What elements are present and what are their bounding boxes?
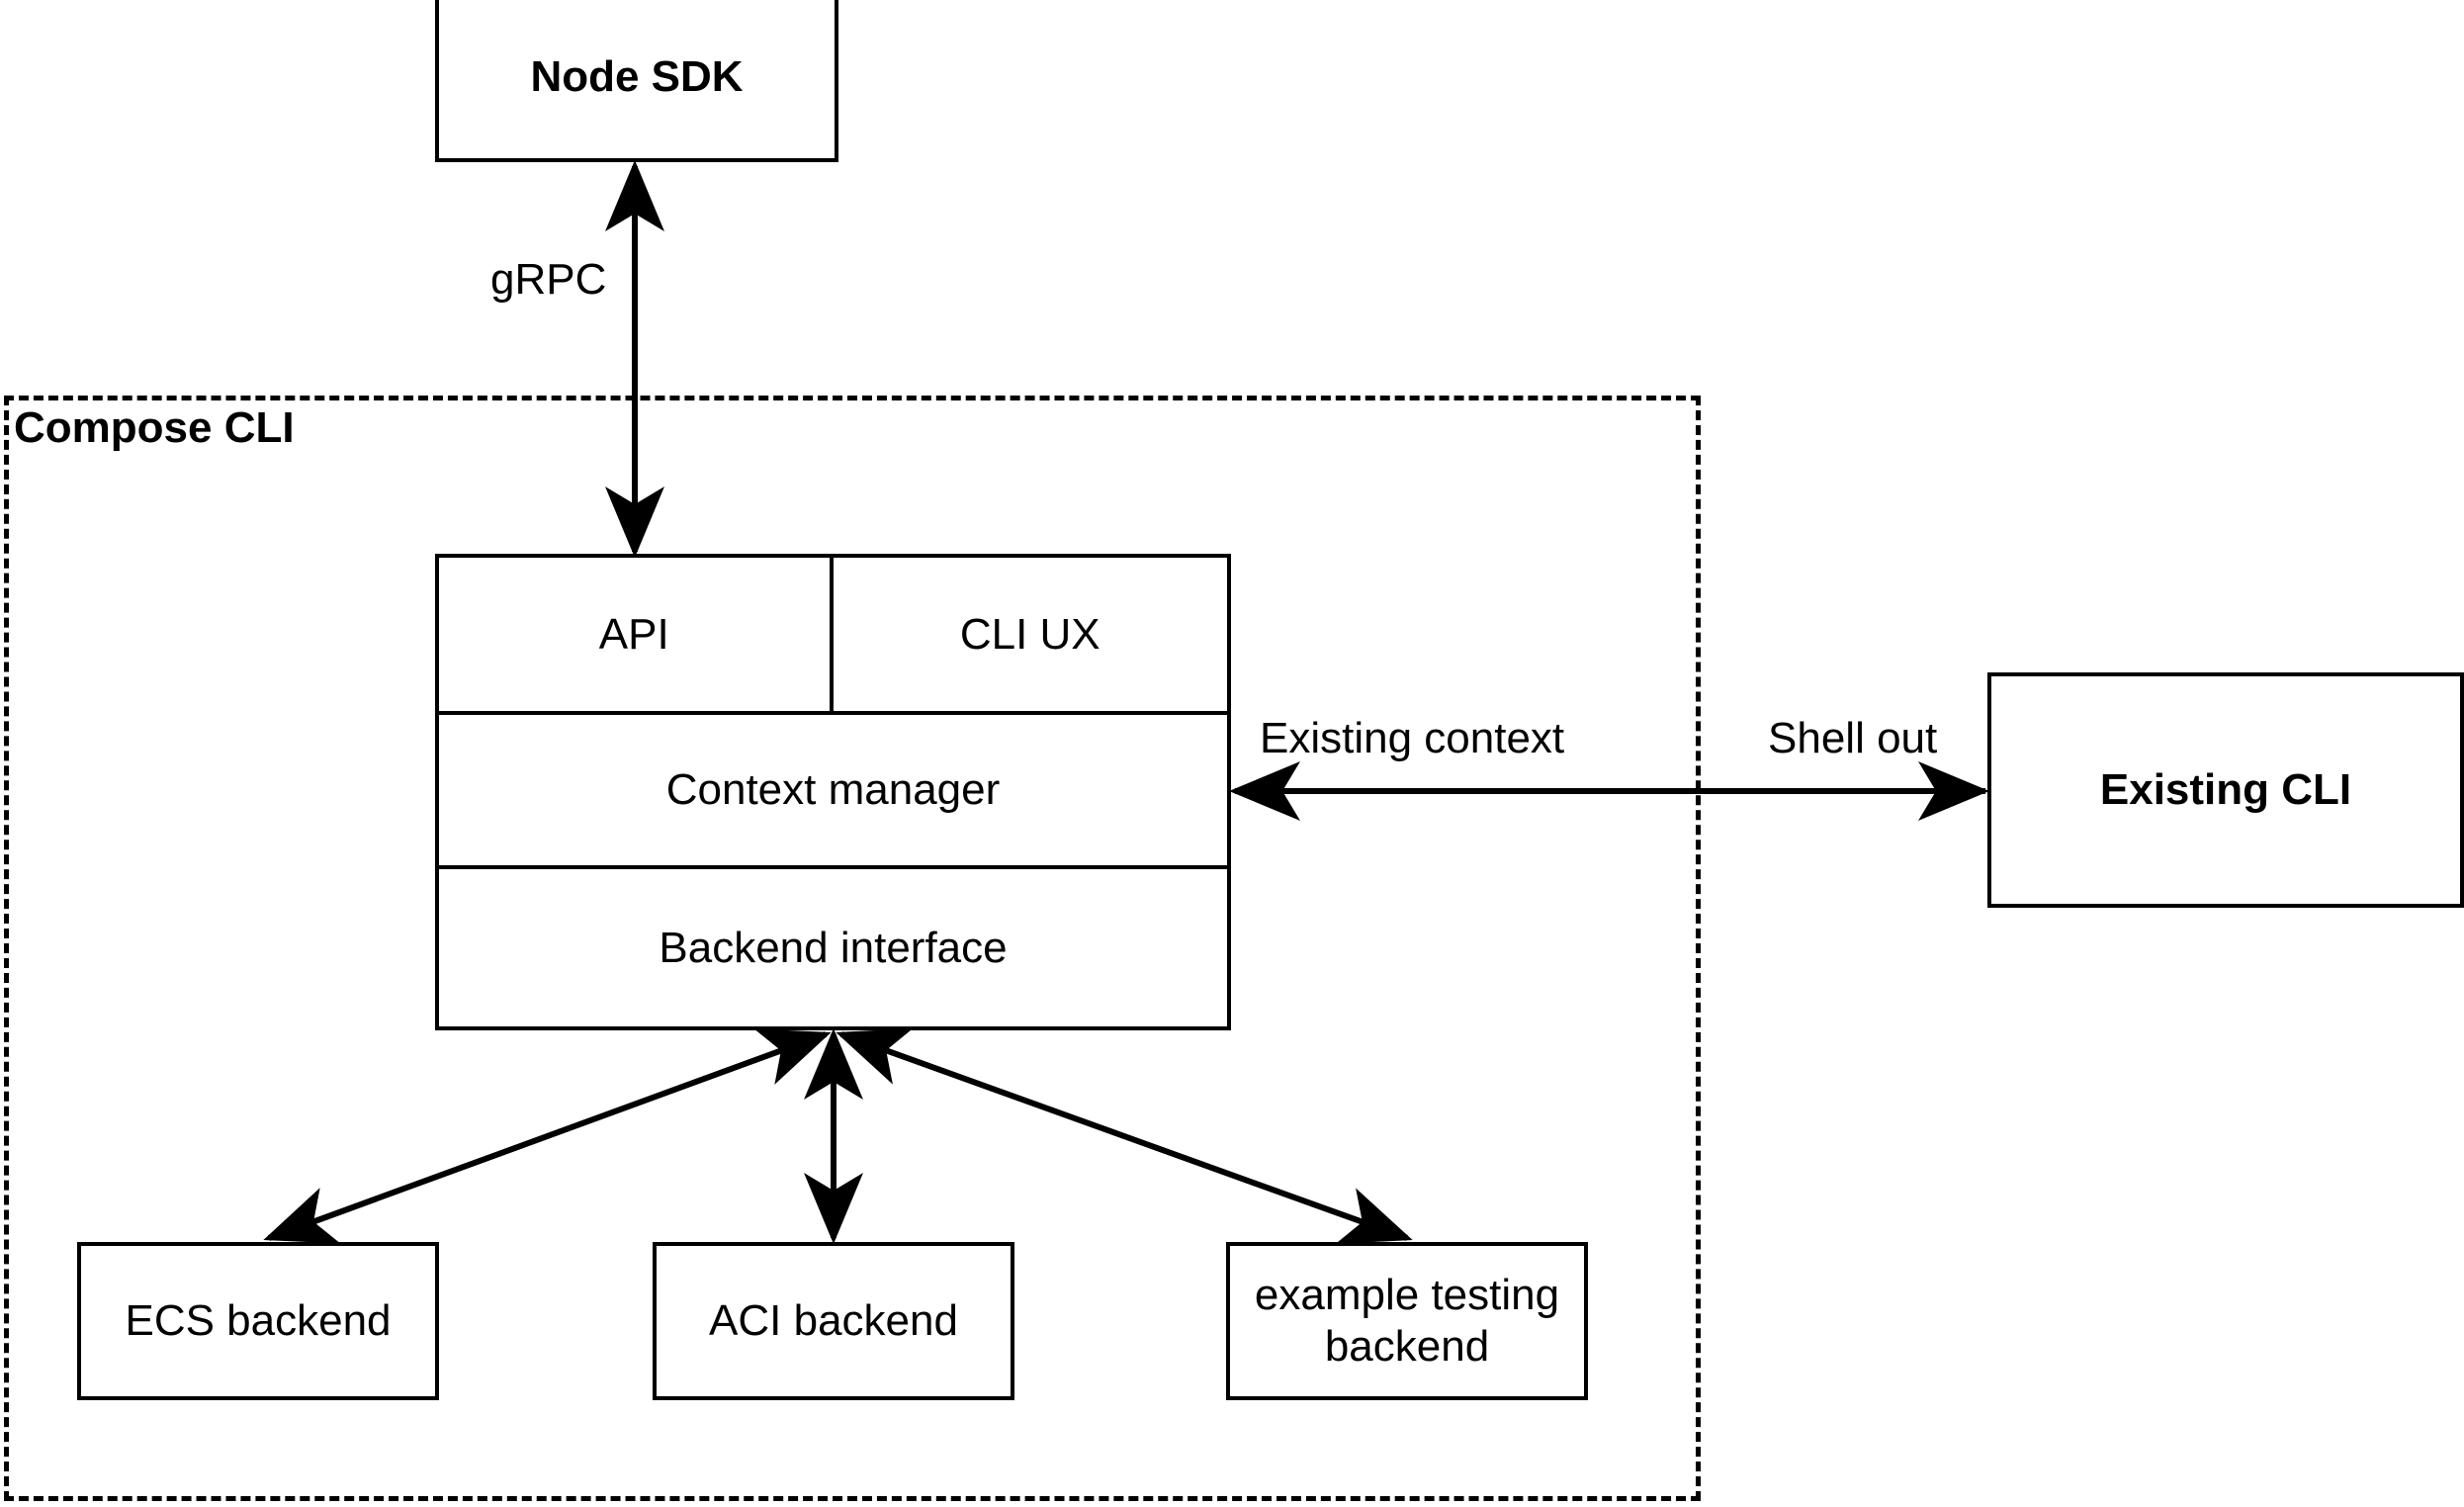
- cli-ux-label: CLI UX: [959, 609, 1100, 659]
- cli-ux-cell[interactable]: CLI UX: [834, 558, 1228, 711]
- ecs-backend-label: ECS backend: [125, 1296, 392, 1346]
- aci-backend-box[interactable]: ACI backend: [653, 1242, 1014, 1400]
- api-cell[interactable]: API: [439, 558, 834, 711]
- example-testing-backend-box[interactable]: example testing backend: [1226, 1242, 1588, 1400]
- context-manager-label: Context manager: [665, 765, 1001, 814]
- compose-cli-boundary: [4, 396, 1701, 1501]
- compose-cli-label: Compose CLI: [14, 403, 295, 452]
- backend-interface-label: Backend interface: [659, 923, 1008, 972]
- existing-cli-label: Existing CLI: [2099, 765, 2352, 815]
- ecs-backend-box[interactable]: ECS backend: [77, 1242, 439, 1400]
- existing-cli-box[interactable]: Existing CLI: [1987, 672, 2464, 908]
- edge-label-shell-out: Shell out: [1768, 714, 1938, 762]
- api-cliux-row: API CLI UX: [439, 558, 1227, 711]
- compose-cli-stack: API CLI UX Context manager Backend inter…: [435, 554, 1231, 1030]
- example-testing-backend-label-line2: backend: [1324, 1322, 1490, 1371]
- context-manager-cell[interactable]: Context manager: [439, 711, 1227, 869]
- example-testing-backend-label: example testing backend: [1255, 1270, 1559, 1373]
- aci-backend-label: ACI backend: [709, 1296, 958, 1346]
- node-sdk-label: Node SDK: [530, 52, 744, 102]
- edge-label-grpc: gRPC: [490, 255, 607, 304]
- api-label: API: [598, 609, 669, 659]
- backend-interface-cell[interactable]: Backend interface: [439, 869, 1227, 1026]
- edge-label-existing-context: Existing context: [1260, 714, 1565, 762]
- example-testing-backend-label-line1: example testing: [1254, 1271, 1560, 1320]
- node-sdk-box[interactable]: Node SDK: [435, 0, 838, 162]
